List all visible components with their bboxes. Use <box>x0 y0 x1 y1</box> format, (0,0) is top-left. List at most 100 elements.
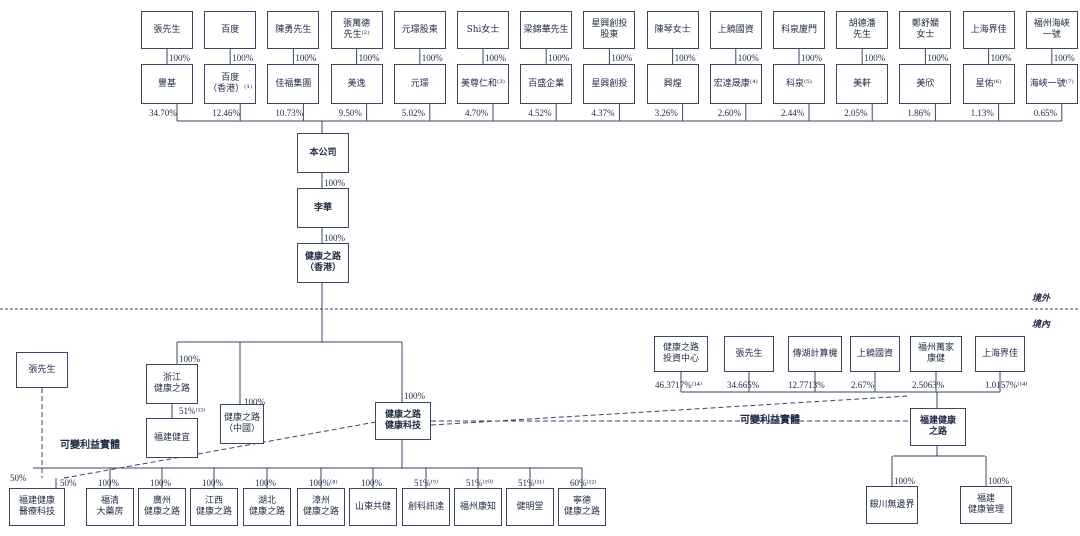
shareholder-top-box: 陳琴女士 <box>646 11 699 49</box>
subsidiary-pct: 51%⁽¹¹⁾ <box>518 478 545 488</box>
shareholder-holding-box: 豐基 <box>141 64 193 104</box>
shareholder-holding-box: 宏達晟康⁽⁴⁾ <box>709 64 762 104</box>
subsidiary-box: 江西 健康之路 <box>190 488 238 526</box>
right-holder-pct: 12.7713% <box>788 380 825 390</box>
shareholder-holding-box: 元璟 <box>393 64 446 104</box>
shareholder-top-box: 百度 <box>204 11 257 49</box>
china-pct: 100% <box>244 397 265 407</box>
china-box: 健康之路 （中國） <box>220 404 264 444</box>
right-child-pct: 100% <box>894 476 915 486</box>
holding-pct: 4.37% <box>591 108 615 118</box>
right-holder-box: 張先生 <box>724 336 774 372</box>
right-holder-pct: 34.665% <box>727 380 760 390</box>
holding-pct: 12.46% <box>212 108 240 118</box>
shareholder-top-pct: 100% <box>421 53 443 63</box>
holding-pct: 10.73% <box>275 108 304 118</box>
shareholder-top-box: 梁錦華先生 <box>520 11 573 49</box>
shareholder-top-pct: 100% <box>169 53 190 63</box>
shareholder-top-box: 科泉廈門 <box>773 11 825 49</box>
shareholder-top-box: 星興創投 股東 <box>583 11 636 49</box>
subsidiary-box: 湖北 健康之路 <box>243 488 291 526</box>
shareholder-top-pct: 100% <box>548 53 570 63</box>
shareholder-top-box: 福州海峽 一號 <box>1025 11 1078 49</box>
company-box: 本公司 <box>297 133 349 173</box>
holding-pct: 34.70% <box>149 108 177 118</box>
shareholder-holding-box: 美軒 <box>836 64 889 104</box>
subsidiary-pct: 100% <box>361 478 382 488</box>
right-holder-box: 健康之路 投資中心 <box>654 336 708 372</box>
subsidiary-pct: 100% <box>202 478 223 488</box>
left-vie-label: 可變利益實體 <box>60 440 120 451</box>
right-holder-box: 福州萬家 康健 <box>910 336 962 372</box>
shareholder-top-pct: 100% <box>927 53 949 63</box>
shareholder-top-pct: 100% <box>232 53 254 63</box>
shareholder-top-pct: 100% <box>485 53 506 63</box>
shareholder-top-pct: 100% <box>611 53 633 63</box>
zhejiang-box: 浙江 健康之路 <box>146 364 198 404</box>
subsidiary-box: 創科訊達 <box>402 488 450 526</box>
subsidiary-pct: 51%⁽⁹⁾ <box>414 478 439 488</box>
shareholder-top-pct: 100% <box>295 53 317 63</box>
tech-box: 健康之路 健康科技 <box>375 402 431 440</box>
subsidiary-box: 廣州 健康之路 <box>138 488 186 526</box>
holding-pct: 2.60% <box>717 108 742 118</box>
shareholder-holding-box: 美尊仁和⁽³⁾ <box>457 64 509 104</box>
holding-pct: 2.44% <box>781 108 805 118</box>
shareholder-top-pct: 100% <box>990 53 1012 63</box>
subsidiary-box: 山東共健 <box>349 488 397 526</box>
subsidiary-box: 寧德 健康之路 <box>558 488 606 526</box>
holding-pct: 2.05% <box>844 108 868 118</box>
region-onshore: 境內 <box>1032 320 1051 330</box>
chain-pct-2: 100% <box>324 233 345 243</box>
holding-pct: 1.86% <box>907 108 931 118</box>
shareholder-top-box: 陳勇先生 <box>267 11 320 49</box>
shareholder-holding-box: 佳福集團 <box>267 64 320 104</box>
shareholder-top-box: 上饒國資 <box>709 11 762 49</box>
shareholder-top-pct: 100% <box>737 53 759 63</box>
right-holder-box: 上饒國資 <box>850 336 900 372</box>
right-holder-pct: 1.0157%⁽¹⁴⁾ <box>985 380 1028 390</box>
left-zhang-pct: 50% <box>10 473 27 483</box>
tech-pct: 100% <box>404 391 425 401</box>
subsidiary-box: 福建健康 醫療科技 <box>9 488 65 526</box>
holding-pct: 5.02% <box>401 108 426 118</box>
shareholder-top-box: 鄭舒嫻 女士 <box>899 11 952 49</box>
region-offshore: 境外 <box>1032 294 1051 304</box>
shareholder-top-box: 張萬德 先生⁽²⁾ <box>330 11 383 49</box>
subsidiary-box: 健明堂 <box>506 488 554 526</box>
shareholder-top-pct: 100% <box>358 53 380 63</box>
right-child-pct: 100% <box>988 476 1009 486</box>
subsidiary-box: 漳州 健康之路 <box>297 488 345 526</box>
subsidiary-box: 福清 大藥房 <box>86 488 134 526</box>
shareholder-top-pct: 100% <box>801 53 822 63</box>
subsidiary-pct: 100%⁽⁸⁾ <box>309 478 338 488</box>
shareholder-holding-box: 星佑⁽⁶⁾ <box>962 64 1015 104</box>
fujian-jianguan-pct: 51%⁽¹³⁾ <box>179 406 206 416</box>
zhejiang-pct: 100% <box>179 354 200 364</box>
right-vie-label: 可變利益實體 <box>740 415 800 426</box>
shareholder-holding-box: 星興創投 <box>583 64 636 104</box>
shareholder-top-pct: 100% <box>674 53 696 63</box>
holding-pct: 4.52% <box>528 108 552 118</box>
subsidiary-pct: 100% <box>255 478 276 488</box>
right-child-box: 銀川無邊界 <box>866 486 918 524</box>
shareholder-holding-box: 百度 （香港）⁽¹⁾ <box>204 64 257 104</box>
holding-pct: 3.26% <box>654 108 678 118</box>
shareholder-holding-box: 興煌 <box>646 64 699 104</box>
fujian-jianguan-box: 福建健宜 <box>146 418 198 458</box>
holding-pct: 1.13% <box>970 108 994 118</box>
subsidiary-pct: 50% <box>60 478 77 488</box>
shareholder-top-pct: 100% <box>1053 53 1075 63</box>
shareholder-top-box: Shi女士 <box>457 11 509 49</box>
subsidiary-pct: 100% <box>150 478 171 488</box>
right-holder-box: 傳湖計算機 <box>788 336 842 372</box>
shareholder-top-box: 上海界佳 <box>962 11 1015 49</box>
left-zhang-box: 張先生 <box>16 352 68 388</box>
right-holder-pct: 2.5063% <box>912 380 945 390</box>
shareholder-top-box: 胡德潘 先生 <box>836 11 889 49</box>
shareholder-holding-box: 百盛企業 <box>520 64 573 104</box>
right-fujian-box: 福建健康 之路 <box>910 408 966 446</box>
right-holder-pct: 2.67% <box>851 380 875 390</box>
